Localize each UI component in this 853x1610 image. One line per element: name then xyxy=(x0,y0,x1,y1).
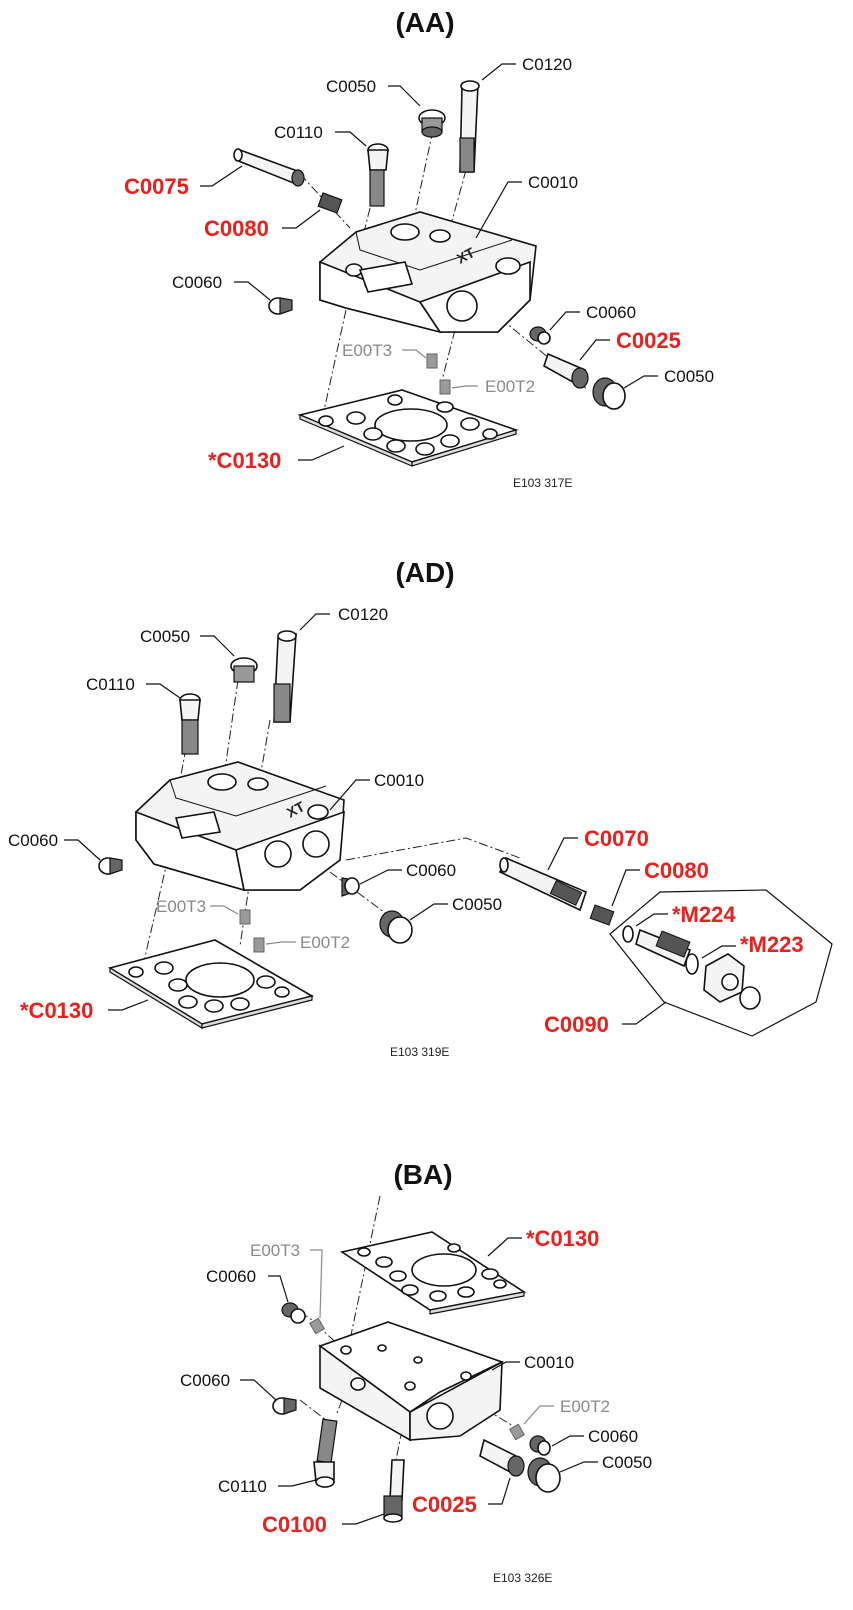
section-ba: (BA) xyxy=(180,1159,652,1585)
svg-text:XT: XT xyxy=(284,798,308,821)
label-e00t2-aa: E00T2 xyxy=(485,377,535,396)
label-e00t3-ba: E00T3 xyxy=(250,1241,300,1260)
plug-c0060-ad-mid xyxy=(341,877,360,897)
label-c0060-ba-right: C0060 xyxy=(588,1427,638,1446)
cartridge-c0025 xyxy=(543,352,589,389)
plug-c0050-ad-mid xyxy=(379,910,413,944)
plug-c0050-right xyxy=(592,377,626,410)
setscrew-e00t3-ba xyxy=(308,1317,326,1335)
label-c0050-ad-top: C0050 xyxy=(140,627,190,646)
label-c0025-ba: C0025 xyxy=(412,1492,477,1517)
label-c0060-ad-left: C0060 xyxy=(8,831,58,850)
label-c0010-aa: C0010 xyxy=(528,173,578,192)
section-aa-title: (AA) xyxy=(395,7,454,38)
setscrew-e00t3-ad xyxy=(239,909,251,925)
label-c0120-aa: C0120 xyxy=(522,55,572,74)
valve-body-c0010-ba xyxy=(318,1321,505,1442)
label-c0060-ba-left: C0060 xyxy=(180,1371,230,1390)
gasket-c0130 xyxy=(297,389,519,467)
setscrew-e00t2-ad xyxy=(253,937,265,953)
plug-c0050-ad-top xyxy=(230,657,258,683)
label-c0110-ba: C0110 xyxy=(218,1477,267,1496)
label-c0070-ad: C0070 xyxy=(584,826,649,851)
spring-c0080 xyxy=(317,192,343,214)
screw-c0110 xyxy=(367,143,389,207)
section-ba-title: (BA) xyxy=(393,1159,452,1190)
label-c0060-ad-mid: C0060 xyxy=(406,861,456,880)
spring-c0080-ad xyxy=(589,904,615,926)
plug-c0050-ba xyxy=(527,1457,561,1493)
label-m224-ad: *M224 xyxy=(672,902,736,927)
label-e00t3-aa: E00T3 xyxy=(342,341,392,360)
svg-text:XT: XT xyxy=(454,244,478,267)
label-c0090-ad: C0090 xyxy=(544,1012,609,1037)
label-c0050-aa-right: C0050 xyxy=(664,367,714,386)
label-c0060-aa-left: C0060 xyxy=(172,273,222,292)
label-c0130-ad: *C0130 xyxy=(20,998,93,1023)
label-c0120-ad: C0120 xyxy=(338,605,388,624)
stem-c0075 xyxy=(233,148,305,187)
plug-c0060-ad-left xyxy=(98,857,123,875)
drawing-ref-ba: E103 326E xyxy=(493,1571,552,1585)
drawing-ref-ad: E103 319E xyxy=(390,1045,449,1059)
label-c0010-ad: C0010 xyxy=(374,771,424,790)
label-c0010-ba: C0010 xyxy=(524,1353,574,1372)
label-c0060-aa-right: C0060 xyxy=(586,303,636,322)
label-c0050-ba: C0050 xyxy=(602,1453,652,1472)
gasket-c0130-ba xyxy=(339,1231,527,1315)
label-c0130-aa: *C0130 xyxy=(208,448,281,473)
screw-c0120 xyxy=(459,80,480,173)
label-m223-ad: *M223 xyxy=(740,932,804,957)
label-c0080-aa: C0080 xyxy=(204,216,269,241)
label-c0110-ad: C0110 xyxy=(86,675,135,694)
label-c0060-ba-top: C0060 xyxy=(206,1267,256,1286)
plug-c0060-ba-top xyxy=(281,1302,306,1324)
screw-c0120-ad xyxy=(273,630,297,723)
screw-c0110-ba xyxy=(313,1418,338,1488)
setscrew-e00t3 xyxy=(426,353,438,369)
section-aa: (AA) xyxy=(124,7,714,490)
label-e00t2-ba: E00T2 xyxy=(560,1397,610,1416)
valve-body-c0010-ad: XT xyxy=(135,761,345,892)
plug-c0060-ba-left xyxy=(272,1397,297,1415)
label-e00t3-ad: E00T3 xyxy=(156,897,206,916)
plug-c0060-right xyxy=(529,326,551,345)
label-c0110-aa: C0110 xyxy=(274,123,323,142)
section-ad-title: (AD) xyxy=(395,557,454,588)
label-e00t2-ad: E00T2 xyxy=(300,933,350,952)
valve-body-c0010: XT xyxy=(319,211,537,334)
gasket-c0130-ad xyxy=(107,939,315,1030)
valve-c0100 xyxy=(383,1459,405,1523)
screw-c0110-ad xyxy=(179,693,201,755)
label-c0050-ad-mid: C0050 xyxy=(452,895,502,914)
label-c0075-aa: C0075 xyxy=(124,174,189,199)
cartridge-c0025-ba xyxy=(479,1438,525,1477)
kit-c0090 xyxy=(609,889,833,1037)
label-c0025-aa: C0025 xyxy=(616,328,681,353)
plug-c0060-ba-right xyxy=(529,1435,551,1456)
setscrew-e00t2 xyxy=(439,379,451,395)
stem-c0070 xyxy=(498,856,587,912)
plug-c0050-top xyxy=(418,109,446,138)
label-c0100-ba: C0100 xyxy=(262,1512,327,1537)
plug-c0060-left xyxy=(268,297,293,315)
label-c0130-ba: *C0130 xyxy=(526,1226,599,1251)
label-c0080-ad: C0080 xyxy=(644,858,709,883)
label-c0050-aa-top: C0050 xyxy=(326,77,376,96)
setscrew-e00t2-ba xyxy=(508,1423,526,1441)
drawing-ref-aa: E103 317E xyxy=(513,476,572,490)
section-ad: (AD) xyxy=(8,557,833,1059)
